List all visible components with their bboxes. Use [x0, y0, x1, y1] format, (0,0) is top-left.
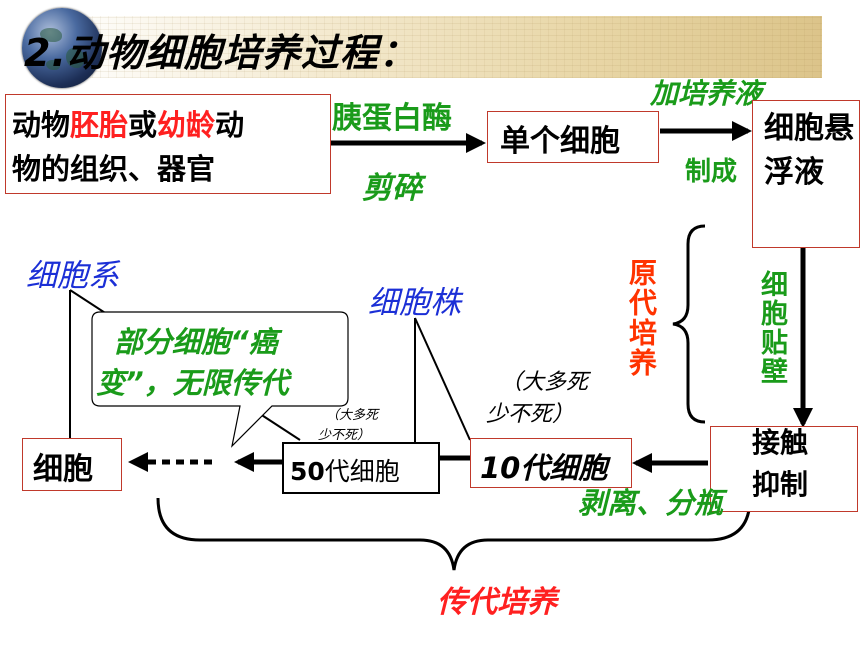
fifty-gen-number: 50: [290, 457, 325, 486]
source-line2: 物的组织、器官: [12, 152, 216, 186]
cell-strain-diagonal: [414, 317, 471, 441]
embryo-highlight: 胚胎: [70, 108, 129, 142]
ten-gen-box: [470, 438, 632, 488]
subculture-label: 传代培养: [437, 585, 557, 620]
contact-inhibition-label: 接触抑制: [752, 426, 809, 501]
title-banner: [52, 16, 822, 78]
source-text-2: 或: [128, 108, 158, 142]
make-label: 制成: [685, 157, 738, 187]
brace-subculture: [156, 497, 752, 571]
single-cell-box: [487, 111, 659, 163]
primary-culture-label: 原代培养: [625, 258, 658, 378]
suspension-box: [752, 100, 860, 248]
callout-line1: 部分细胞“癌: [114, 325, 278, 359]
callout-line2: 变”，无限传代: [96, 366, 289, 400]
cell-box: [22, 438, 122, 491]
fifty-gen-box: [282, 442, 440, 494]
cell-strain-label: 细胞株: [368, 285, 461, 321]
callout-bubble: [91, 311, 349, 448]
ten-gen-label: 10代细胞: [480, 451, 608, 485]
enzyme-label: 胰蛋白酶: [332, 101, 452, 136]
globe-icon: [22, 8, 102, 88]
add-medium-label: 加培养液: [650, 77, 763, 110]
cell-label: 细胞: [33, 452, 93, 487]
young-highlight: 幼龄: [157, 108, 216, 142]
note-small-1: （大多死: [326, 408, 379, 423]
adhere-label: 细胞贴壁: [756, 270, 787, 386]
source-text-3: 动: [215, 108, 245, 142]
fifty-gen-text: 代细胞: [324, 457, 400, 486]
note-mostly-die-2: 少不死）: [486, 402, 575, 427]
brace-primary-culture: [672, 224, 706, 424]
fifty-gen-label: 50代细胞: [290, 452, 400, 488]
source-line1: 动物胚胎或幼龄动: [12, 102, 244, 144]
detach-label: 剥离、分瓶: [578, 486, 724, 520]
cut-label: 剪碎: [362, 171, 422, 206]
source-text-1: 动物: [12, 108, 71, 142]
source-box: [5, 94, 331, 194]
suspension-label: 细胞悬浮液: [764, 111, 854, 190]
note-mostly-die-1: （大多死: [500, 370, 589, 395]
page-title: 2.动物细胞培养过程：: [24, 31, 418, 75]
contact-inhibition-box: [710, 426, 858, 512]
note-small-2: 少不死）: [318, 428, 371, 443]
single-cell-label: 单个细胞: [500, 124, 620, 159]
cell-line-label: 细胞系: [26, 258, 119, 294]
